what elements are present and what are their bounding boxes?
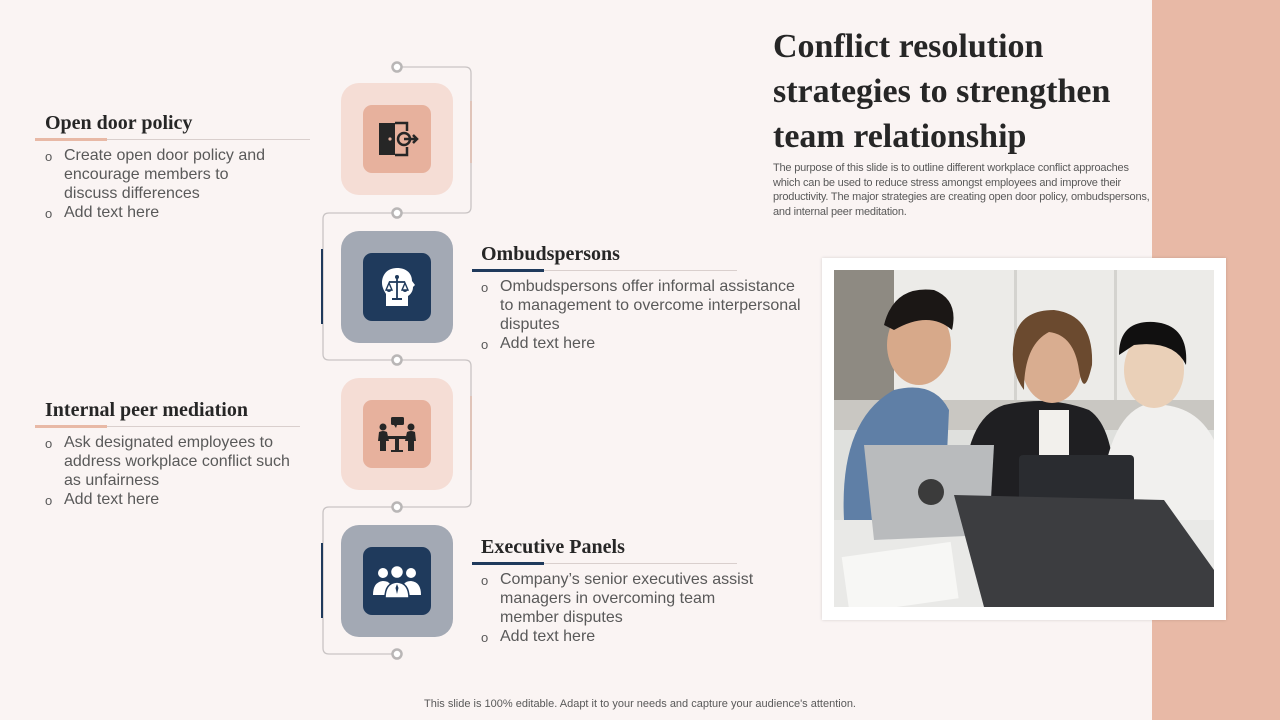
section-title: Ombudspersons (481, 243, 620, 265)
bullet-item: Ask designated employees to address work… (45, 433, 290, 490)
bullet-item: Add text here (45, 203, 285, 223)
bullet-item: Add text here (45, 490, 290, 510)
bullet-item: Add text here (481, 627, 766, 647)
bullet-item: Company’s senior executives assist manag… (481, 570, 766, 627)
strategy-ombudspersons: Ombudspersons Ombudspersons offer inform… (472, 243, 801, 354)
section-divider (472, 269, 737, 272)
section-divider (35, 138, 310, 141)
bullet-list: Create open door policy and encourage me… (45, 146, 285, 223)
open-door-icon (363, 105, 431, 173)
head-with-scales-icon (363, 253, 431, 321)
bullet-item: Ombudspersons offer informal assistance … (481, 277, 801, 334)
peer-mediation-tile (341, 378, 453, 490)
section-title: Executive Panels (481, 536, 625, 558)
ombudspersons-tile (341, 231, 453, 343)
bullet-list: Company’s senior executives assist manag… (481, 570, 766, 647)
bullet-item: Add text here (481, 334, 801, 354)
strategy-open-door: Open door policy Create open door policy… (35, 112, 310, 223)
meeting-table-icon (363, 400, 431, 468)
section-title: Internal peer mediation (45, 399, 248, 421)
section-divider (472, 562, 737, 565)
section-divider (35, 425, 300, 428)
slide-title: Conflict resolution strategies to streng… (773, 28, 1111, 155)
footer-note: This slide is 100% editable. Adapt it to… (424, 698, 856, 710)
team-photo (834, 270, 1214, 607)
executive-panels-tile (341, 525, 453, 637)
bullet-list: Ask designated employees to address work… (45, 433, 290, 510)
strategy-peer-mediation: Internal peer mediation Ask designated e… (35, 399, 300, 510)
open-door-tile (341, 83, 453, 195)
bullet-list: Ombudspersons offer informal assistance … (481, 277, 801, 354)
slide-description: The purpose of this slide is to outline … (773, 162, 1150, 218)
group-of-people-icon (363, 547, 431, 615)
bullet-item: Create open door policy and encourage me… (45, 146, 285, 203)
section-title: Open door policy (45, 112, 193, 134)
photo-frame (822, 258, 1226, 620)
strategy-executive-panels: Executive Panels Company’s senior execut… (472, 536, 753, 647)
